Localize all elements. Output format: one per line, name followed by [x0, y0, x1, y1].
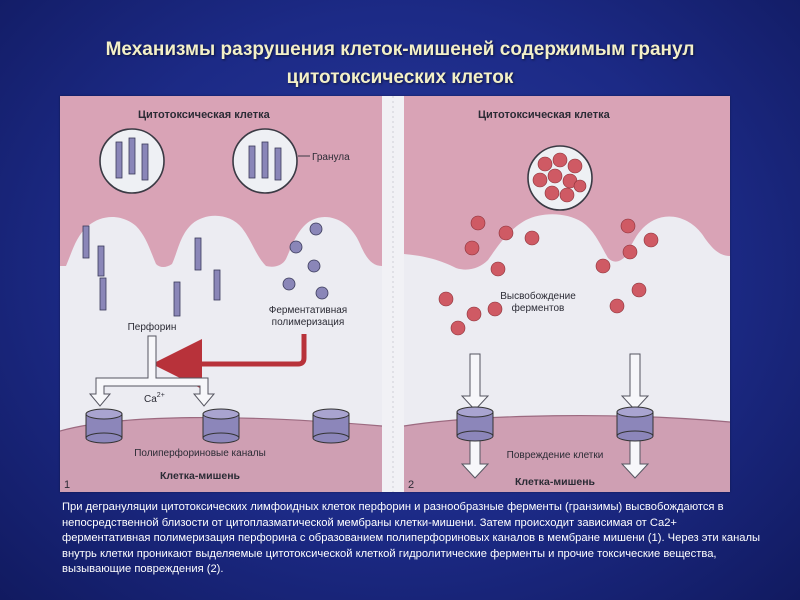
damage-label: Повреждение клетки [507, 450, 604, 461]
panel2-top-label: Цитотоксическая клетка [478, 109, 611, 121]
panel2-channel-1 [456, 406, 494, 442]
panel-2: Цитотоксическая клетка Высвобождение [403, 96, 730, 492]
polyperforin-channels [85, 408, 350, 444]
panel1-target-cell [60, 417, 382, 492]
perforin-label: Перфорин [128, 321, 177, 333]
slide-title-line2: цитотоксических клеток [286, 67, 514, 88]
panel2-channels [456, 406, 654, 442]
release-label-1: Высвобождение [500, 290, 576, 302]
red-arrow [152, 334, 307, 389]
channel-1 [85, 408, 123, 444]
panel1-target-label: Клетка-мишень [160, 470, 241, 482]
diagram-svg: Гранула Цитотоксическая клетка Ферментат… [60, 96, 730, 492]
released-perforin-rods [82, 225, 221, 317]
granule-perforin-rods [115, 137, 282, 181]
panel2-channel-2 [616, 406, 654, 442]
release-label-2: ферментов [512, 302, 565, 314]
calcium-label: Ca2+ [144, 392, 165, 405]
perforin-fork-arrows [88, 335, 216, 407]
panel1-top-label: Цитотоксическая клетка [138, 109, 271, 121]
panel2-target-label: Клетка-мишень [515, 476, 596, 488]
panel1-number: 1 [64, 479, 70, 491]
caption-text: При дегрануляции цитотоксических лимфоид… [62, 501, 761, 576]
granule-label: Гранула [312, 152, 350, 163]
released-enzymes [438, 215, 659, 336]
slide-title: Механизмы разрушения клеток-мишеней соде… [0, 36, 800, 92]
panel2-number: 2 [408, 479, 414, 491]
enzyme-dots [282, 222, 329, 300]
panel2-granule-enzymes [532, 152, 587, 203]
panel2-down-arrows [460, 353, 650, 479]
channel-3 [312, 408, 350, 444]
polymerization-label-2: полимеризация [272, 317, 345, 328]
mechanism-diagram: Гранула Цитотоксическая клетка Ферментат… [60, 96, 730, 492]
polymerization-label-1: Ферментативная [269, 305, 347, 316]
panel-divider [382, 96, 404, 492]
slide-title-line1: Механизмы разрушения клеток-мишеней соде… [105, 39, 695, 60]
channels-label: Полиперфориновые каналы [134, 447, 266, 459]
panel-1: Гранула Цитотоксическая клетка Ферментат… [60, 96, 383, 492]
channel-2 [202, 408, 240, 444]
